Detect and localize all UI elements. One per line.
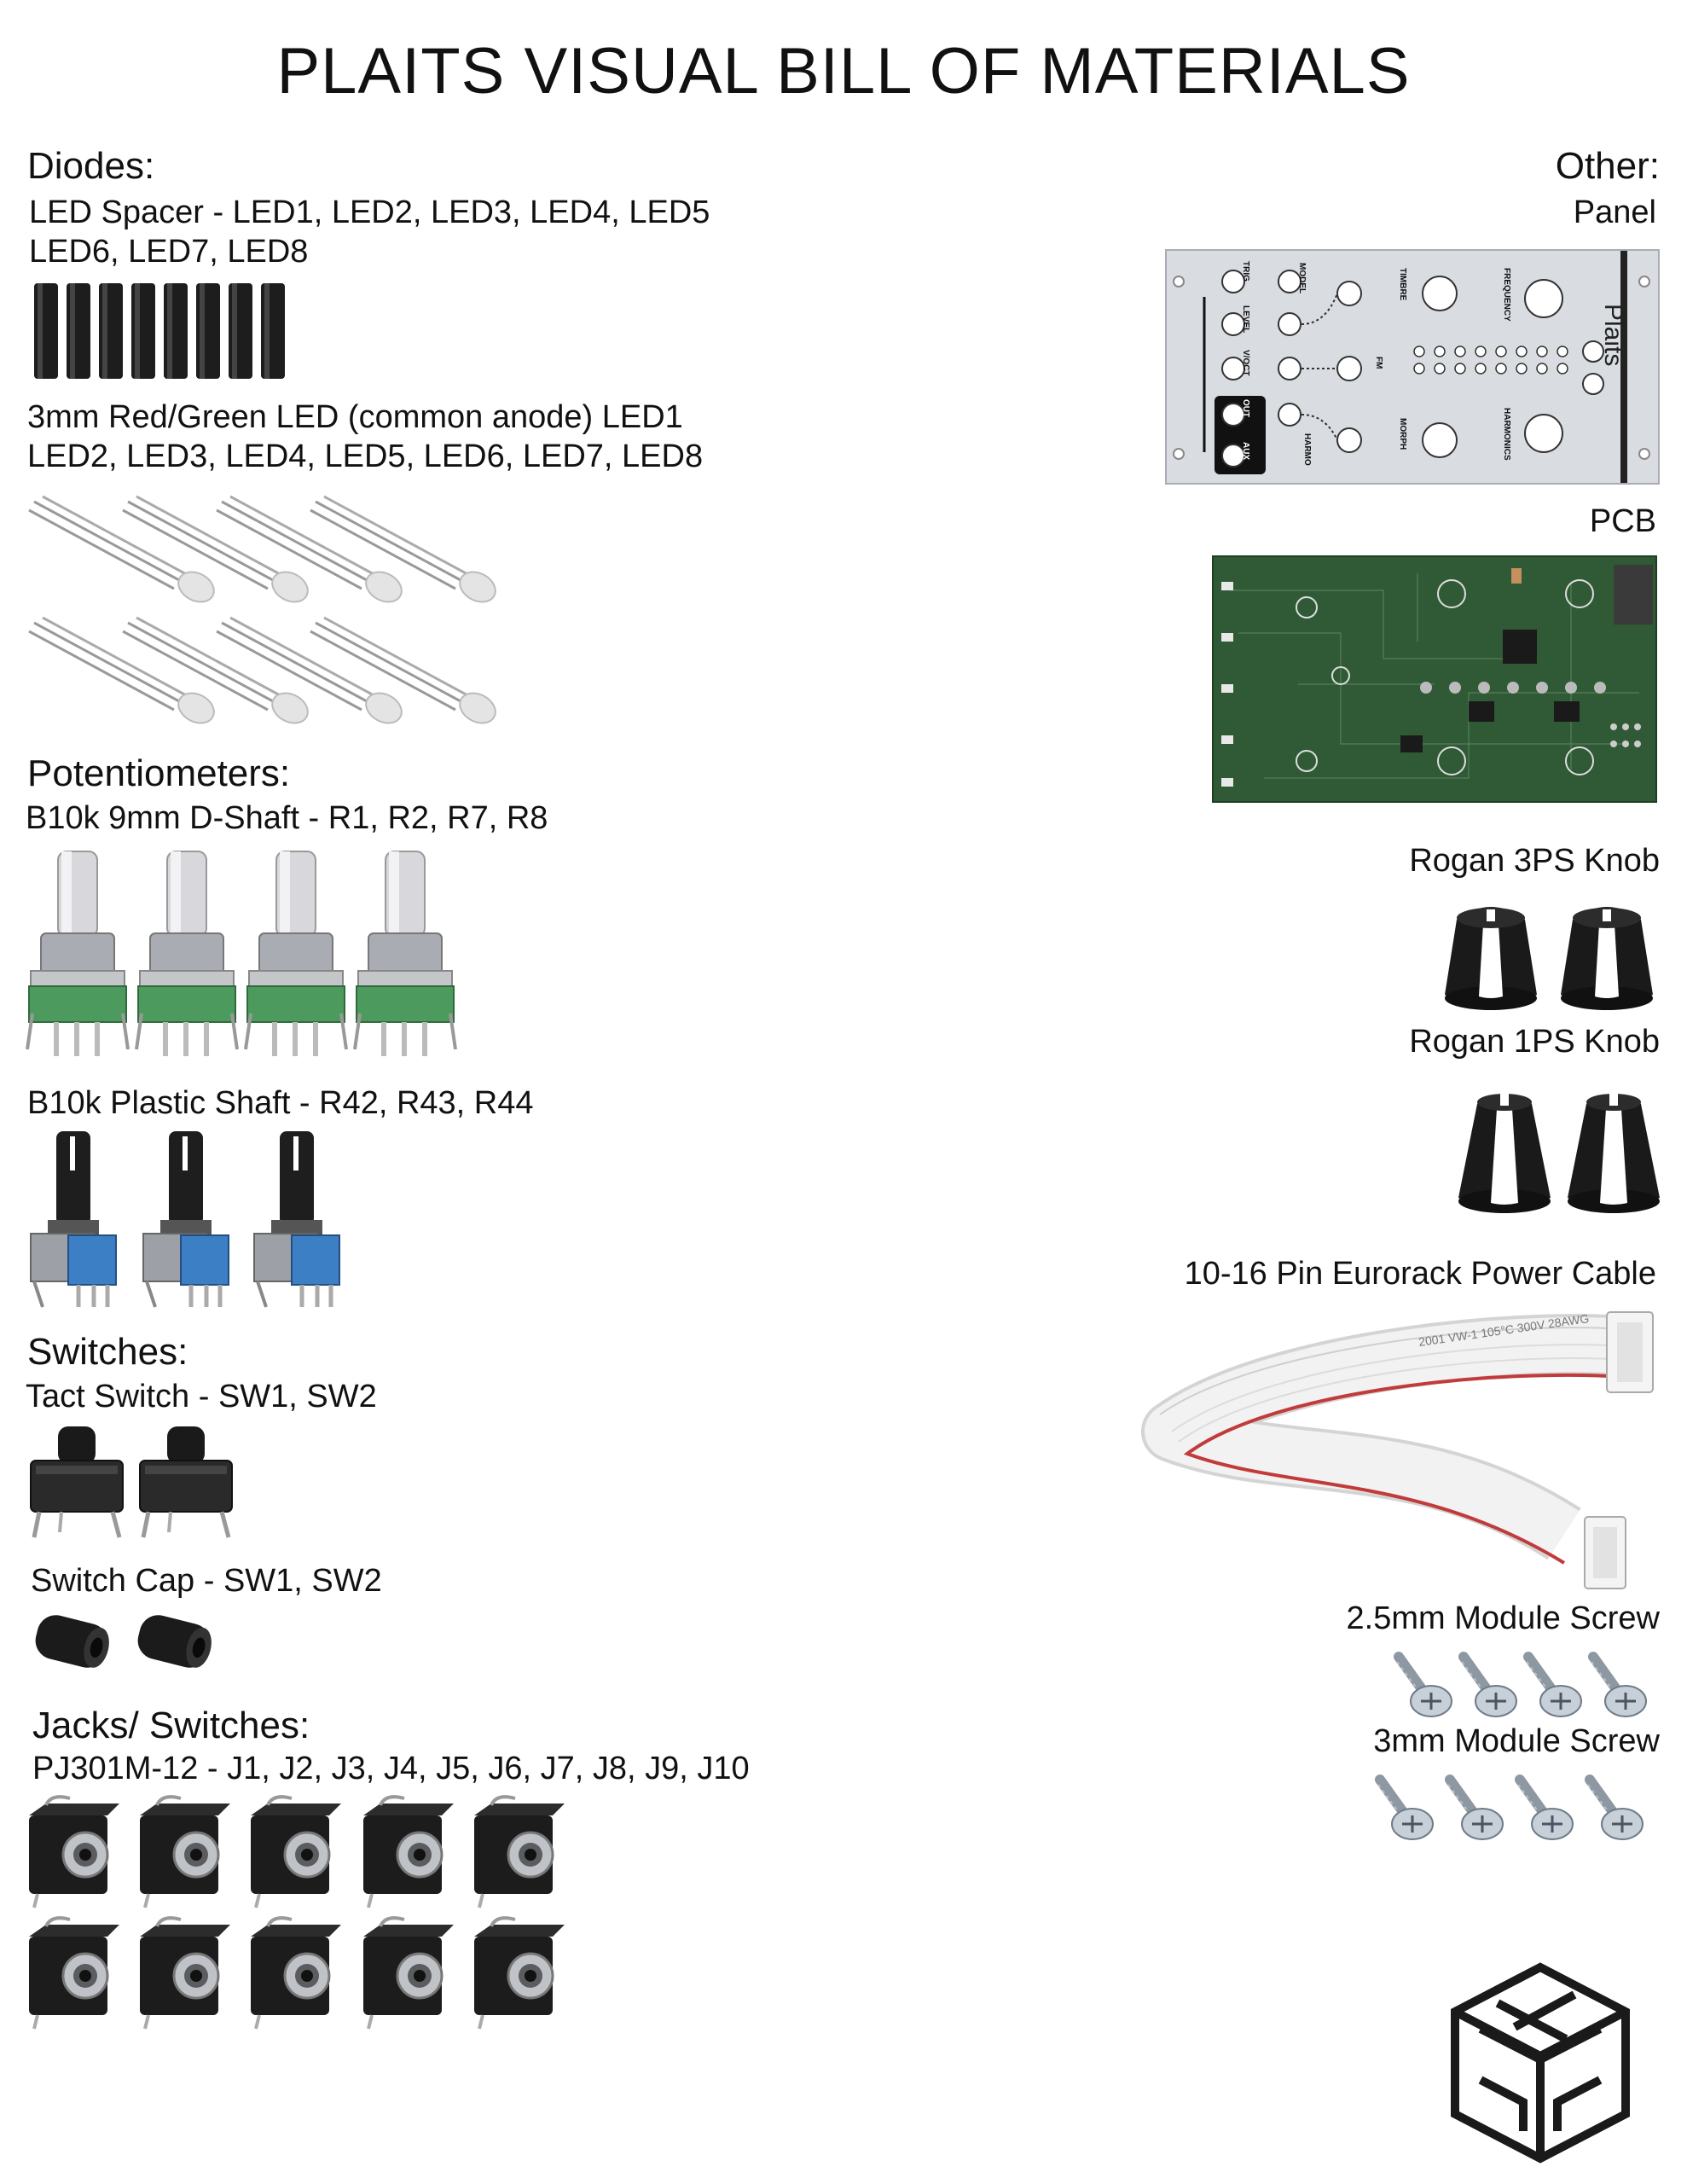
- page-title: PLAITS VISUAL BILL OF MATERIALS: [276, 35, 1411, 107]
- led-spacer-image: [34, 283, 285, 379]
- panel-text-morph: MORPH: [1398, 418, 1407, 450]
- other-heading: Other:: [1555, 145, 1660, 187]
- panel-text-harmo: HARMO: [1302, 433, 1312, 466]
- tact-switch-image: [27, 1423, 249, 1551]
- tact-switch-label: Tact Switch - SW1, SW2: [26, 1379, 377, 1414]
- panel-text-fm: FM: [1374, 357, 1383, 369]
- panel-text-aux: AUX: [1241, 442, 1250, 461]
- panel-text-voct: V/OCT: [1241, 350, 1250, 376]
- power-cable-image: 2001 VW-1 105°C 300V 28AWG: [1141, 1311, 1654, 1589]
- knob3-image: [1445, 907, 1653, 1010]
- knob1-label: Rogan 1PS Knob: [1409, 1024, 1660, 1060]
- switch-cap-label: Switch Cap - SW1, SW2: [31, 1563, 382, 1599]
- switches-heading: Switches:: [27, 1331, 188, 1373]
- dshaft-pot-image: [22, 848, 466, 1061]
- screw3-image: [1368, 1768, 1658, 1844]
- screw25-image: [1387, 1645, 1660, 1722]
- panel-text-level: LEVEL: [1241, 305, 1250, 334]
- plastic-pot-label: B10k Plastic Shaft - R42, R43, R44: [27, 1085, 534, 1121]
- dshaft-pot-label: B10k 9mm D-Shaft - R1, R2, R7, R8: [26, 800, 548, 836]
- panel-text-frequency: FREQUENCY: [1502, 268, 1511, 322]
- led-spacer-label-line2: LED6, LED7, LED8: [29, 234, 309, 270]
- potentiometers-heading: Potentiometers:: [27, 752, 291, 794]
- pcb-label: PCB: [1589, 503, 1656, 539]
- cable-label: 10-16 Pin Eurorack Power Cable: [1184, 1256, 1656, 1292]
- panel-text-trig: TRIG: [1241, 261, 1250, 282]
- led-label-line1: 3mm Red/Green LED (common anode) LED1: [27, 399, 683, 435]
- diodes-heading: Diodes:: [27, 145, 155, 187]
- panel-text-timbre: TIMBRE: [1398, 268, 1407, 301]
- brand-logo-icon: [1451, 1962, 1630, 2164]
- led-spacer-label-line1: LED Spacer - LED1, LED2, LED3, LED4, LED…: [29, 195, 710, 230]
- knob3-label: Rogan 3PS Knob: [1409, 843, 1660, 879]
- switch-cap-image: [35, 1615, 212, 1668]
- screw3-label: 3mm Module Screw: [1373, 1723, 1660, 1759]
- panel-label: Panel: [1573, 195, 1656, 230]
- jacks-heading: Jacks/ Switches:: [32, 1705, 310, 1746]
- panel-text-model: MODEL: [1297, 263, 1307, 294]
- panel-image: Plaits TRIG LEVEL V/OCT OUT AUX MODEL TI…: [1165, 249, 1660, 485]
- panel-brand: Plaits: [1599, 304, 1627, 367]
- panel-text-out: OUT: [1241, 399, 1250, 418]
- jacks-label: PJ301M-12 - J1, J2, J3, J4, J5, J6, J7, …: [32, 1751, 750, 1786]
- panel-text-harmonics: HARMONICS: [1502, 408, 1511, 461]
- plastic-pot-image: [26, 1131, 367, 1310]
- led-image: [27, 495, 502, 730]
- knob1-image: [1458, 1094, 1660, 1213]
- jack-image: [27, 1795, 566, 2030]
- led-label-line2: LED2, LED3, LED4, LED5, LED6, LED7, LED8: [27, 439, 704, 474]
- pcb-image: [1212, 555, 1657, 803]
- screw25-label: 2.5mm Module Screw: [1346, 1600, 1660, 1636]
